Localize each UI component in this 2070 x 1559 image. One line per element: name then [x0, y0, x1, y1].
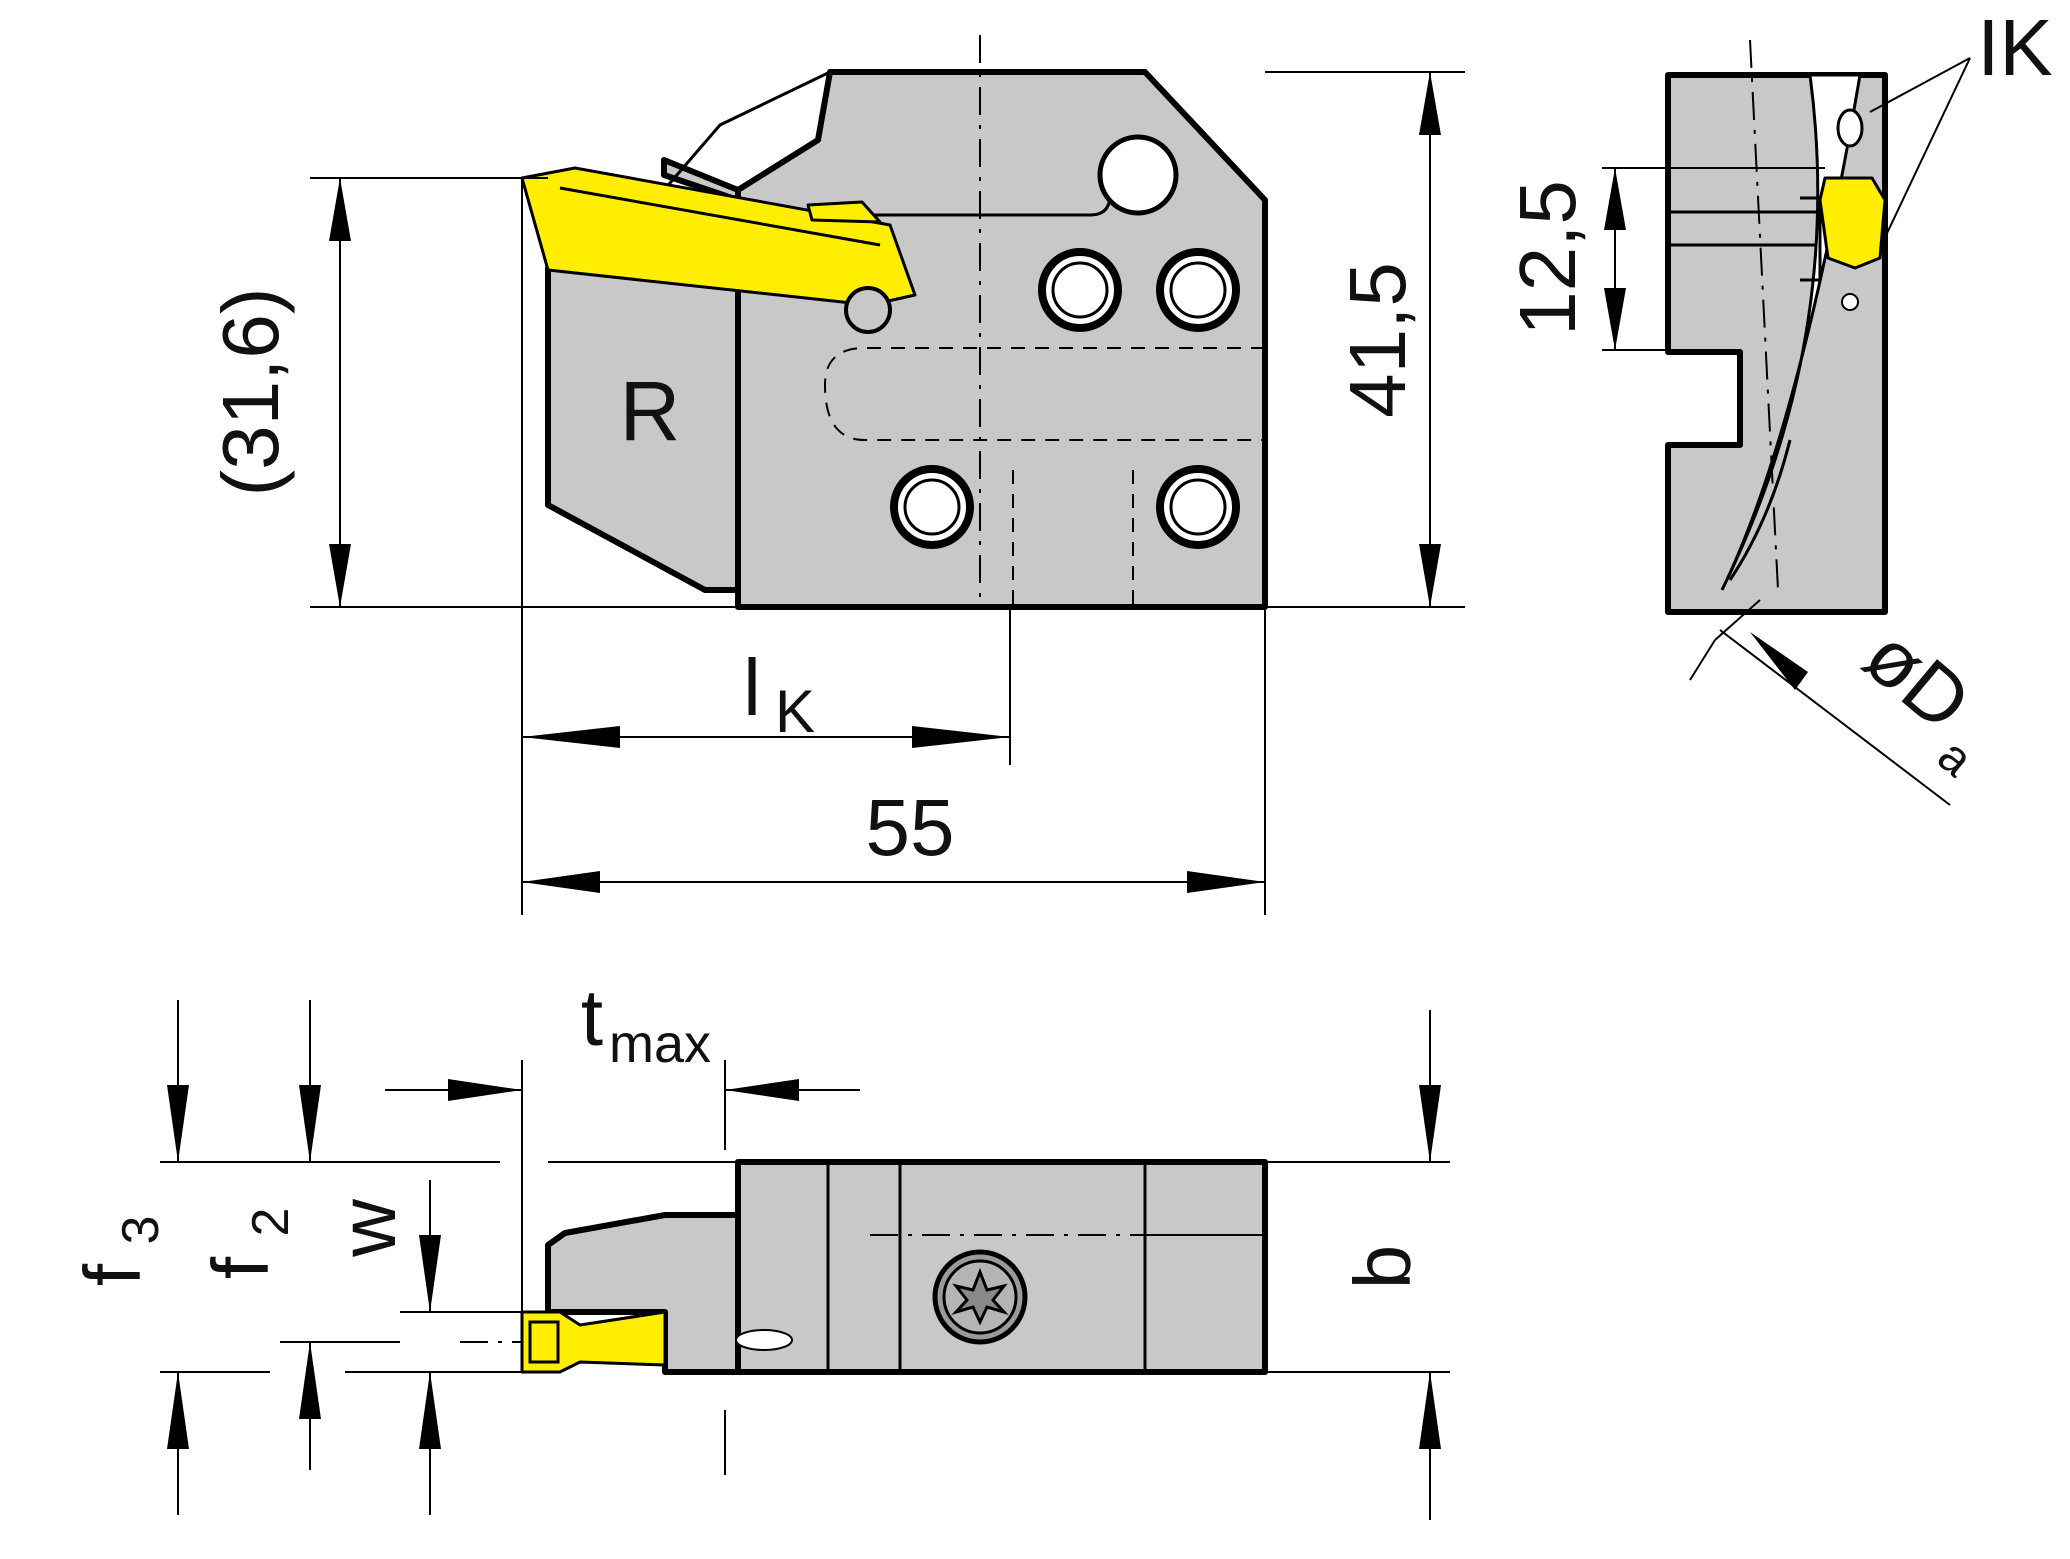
insert-seat — [1800, 196, 1822, 282]
top-view-body — [545, 1159, 741, 1375]
arrowhead — [1419, 544, 1441, 607]
arrowhead — [1187, 871, 1265, 893]
clamp-jaw-top-edge — [662, 70, 831, 191]
cutting-insert — [520, 166, 917, 307]
arrowhead — [1604, 288, 1626, 350]
side-view: IK 12,5 øD a — [1503, 3, 2053, 806]
coolant-outlet — [1841, 293, 1859, 311]
dim-31-6-label: (31,6) — [206, 288, 295, 497]
front-dimensions: 41,5 (31,6) l K 55 — [206, 71, 1465, 915]
arrowhead — [522, 726, 620, 748]
arrowhead — [448, 1079, 522, 1101]
dim-f2-subscript: 2 — [242, 1208, 300, 1237]
clamp-screw-hole — [844, 286, 892, 334]
dim-b-label: b — [1338, 1245, 1427, 1290]
arrowhead — [419, 1372, 441, 1449]
screw-hole-inner — [1051, 261, 1109, 319]
arrowhead — [1419, 1085, 1441, 1162]
front-view: R — [520, 35, 1268, 610]
arrowhead — [167, 1085, 189, 1162]
torx-recess-icon — [951, 1267, 1009, 1326]
arrowhead — [299, 1342, 321, 1419]
ik-label: IK — [1977, 3, 2053, 92]
arrowhead — [1419, 72, 1441, 135]
insert-tip — [528, 1320, 560, 1364]
insert-pocket — [806, 200, 882, 224]
hidden-coolant-channel — [823, 347, 1265, 441]
arrowhead — [329, 544, 351, 607]
dim-f2-label: f — [196, 1256, 285, 1279]
screw-hole-inner — [1169, 478, 1227, 536]
dim-41-5-label: 41,5 — [1333, 262, 1422, 418]
dim-lk-subscript: K — [775, 678, 815, 745]
arrowhead — [419, 1235, 441, 1312]
side-view-body — [1665, 72, 1888, 615]
ik-leader — [1869, 57, 1971, 113]
coolant-outlet — [1836, 108, 1864, 148]
arrowhead — [167, 1372, 189, 1449]
screw-holes — [890, 248, 1240, 549]
dim-lk-label: l — [743, 643, 761, 732]
dim-f3-label: f — [68, 1263, 157, 1286]
dim-12-5-label: 12,5 — [1503, 180, 1592, 336]
dim-tmax-subscript: max — [609, 1014, 711, 1074]
dim-line-da — [1719, 629, 1951, 806]
blade-edge — [1728, 439, 1792, 581]
screw-hole-inner — [1169, 261, 1227, 319]
arrowhead — [725, 1079, 799, 1101]
arrowhead — [329, 178, 351, 241]
top-dimensions: t max f 3 f 2 w b — [68, 973, 1450, 1520]
arrowhead — [522, 871, 600, 893]
centerline — [1749, 39, 1779, 591]
side-label: R — [620, 364, 681, 458]
dim-f3-subscript: 3 — [112, 1216, 170, 1245]
arrowhead — [912, 726, 1010, 748]
ik-leader — [1879, 57, 1971, 249]
extension-line — [1714, 599, 1761, 641]
arrowhead — [299, 1085, 321, 1162]
dim-da-label: øD — [1848, 611, 1987, 748]
top-view — [460, 1159, 1268, 1375]
coolant-hole — [735, 1329, 793, 1351]
dim-w-label: w — [323, 1199, 412, 1258]
side-insert — [1818, 176, 1887, 270]
arrowhead — [1604, 168, 1626, 230]
dim-tmax-label: t — [581, 973, 603, 1062]
extension-line — [1689, 639, 1716, 681]
dim-55-label: 55 — [866, 783, 955, 872]
relief-hole — [1097, 134, 1179, 216]
insert-edge — [559, 186, 881, 247]
screw-hole-inner — [903, 478, 961, 536]
arrowhead — [1419, 1372, 1441, 1449]
arrowhead — [1750, 632, 1808, 690]
